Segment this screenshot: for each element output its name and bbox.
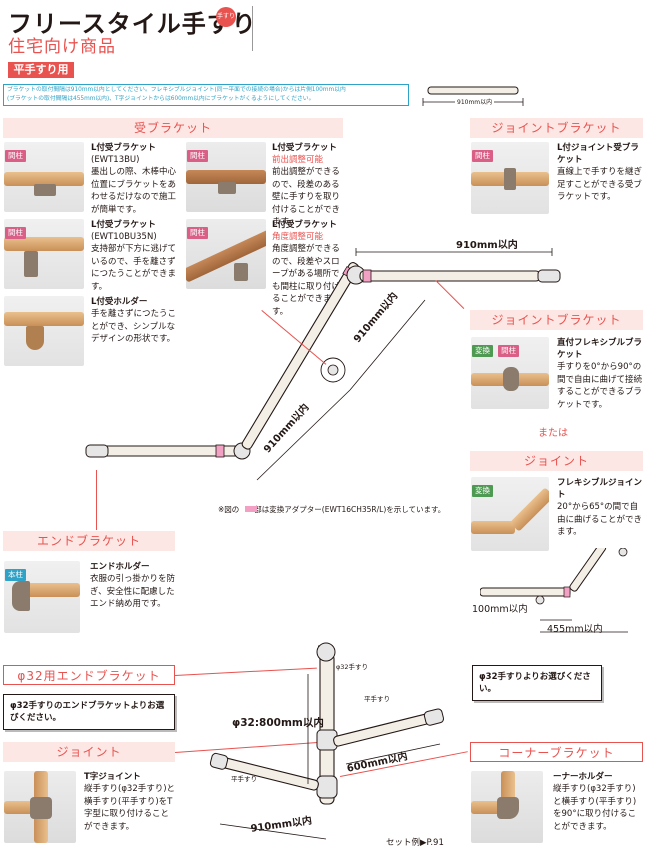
end-bracket-heading: エンドブラケット <box>3 531 175 551</box>
bottom-joint-text: T字ジョイント 縦手すり(φ32手すり)と横手すり(平手すり)をT字型に取り付け… <box>84 771 176 833</box>
joint-bracket-1-title: L付ジョイント受ブラケット <box>557 143 639 165</box>
receive-item-2-desc: 支持部が下方に逃げているので、手を離さずにつたうことができます。 <box>91 244 177 292</box>
product-photo-t-joint <box>4 771 76 843</box>
joint-bracket-heading-1: ジョイントブラケット <box>470 118 643 138</box>
corner-title: ーナーホルダー <box>553 772 613 782</box>
dim-top-910: 910mm以内 <box>456 240 518 251</box>
page-title: フリースタイル手すり <box>8 10 257 38</box>
adapter-note: ※図の 部は変換アダプター(EWT16CH35R/L)を示しています。 <box>218 504 445 515</box>
dim-vertical-800: φ32:800mm以内 <box>232 717 324 729</box>
receive-item-1-text: L付受ブラケット (EWT13BU) 墨出しの際、木棒中心位置にブラケットをあわ… <box>91 142 181 216</box>
receive-item-3-desc: 手を離さずにつたうことができ、シンプルなデザインの形状です。 <box>91 309 177 344</box>
phi32-right-callout-text: φ32手すりよりお選びください。 <box>479 672 591 694</box>
badge-henkan-jb2: 変換 <box>472 345 493 357</box>
vertical-handrail-diagram <box>209 642 445 840</box>
title-badge-text: 手すり <box>216 13 235 20</box>
page-subtitle: 住宅向け商品 <box>8 37 116 57</box>
joint-bracket-1-text: L付ジョイント受ブラケット 直線上で手すりを継ぎ足すことができる受ブラケットです… <box>557 142 643 204</box>
joint-desc: 20°から65°の間で自由に曲げることができます。 <box>557 502 643 537</box>
receive-item-3-title: L付受ホルダー <box>91 297 148 307</box>
phi32-right-callout: φ32手すりよりお選びください。 <box>472 665 602 701</box>
section-label-text: 平手すり用 <box>13 63 69 76</box>
joint-bracket-heading-2-text: ジョイントブラケット <box>491 313 622 327</box>
label-phi32: φ32手すり <box>336 663 369 671</box>
joint-bracket-1-desc: 直線上で手すりを継ぎ足すことができる受ブラケットです。 <box>557 167 643 202</box>
receive-item-4-feature: 前出調整可能 <box>272 155 324 165</box>
badge-mabashira-5: 間柱 <box>187 227 208 239</box>
footer-set-example[interactable]: セット例▶P.91 <box>386 838 444 848</box>
badge-mabashira-4: 間柱 <box>187 150 208 162</box>
receive-item-1-code: (EWT13BU) <box>91 155 140 165</box>
end-bracket-title: エンドホルダー <box>90 562 150 572</box>
receive-bracket-heading-text: 受ブラケット <box>133 121 212 135</box>
leader-end-to-diagram <box>96 470 97 530</box>
joint-bracket-2-text: 直付フレキシブルブラケット 手すりを0°から90°の間で自由に曲げて接続すること… <box>557 337 643 411</box>
receive-bracket-heading: 受ブラケット <box>3 118 343 138</box>
joint-title: フレキシブルジョイント <box>557 478 643 500</box>
corner-text: ーナーホルダー 縦手すり(φ32手すり)と横手すり(平手すり)を90°に取り付け… <box>553 771 643 833</box>
bottom-joint-desc: 縦手すり(φ32手すり)と横手すり(平手すり)をT字型に取り付けることができます… <box>84 784 176 832</box>
badge-mabashira-jb1: 間柱 <box>472 150 493 162</box>
badge-mabashira-jb2: 間柱 <box>498 345 520 357</box>
receive-item-4-title: L付受ブラケット <box>272 143 337 153</box>
product-photo-l-bracket-1 <box>4 142 84 212</box>
bottom-joint-title: T字ジョイント <box>84 772 141 782</box>
receive-item-4-desc: 前出調整ができるので、段差のある壁に手すりを取り付けることができます。 <box>272 167 341 227</box>
label-flat-upper: 平手すり <box>364 695 390 703</box>
joint-bracket-2-desc: 手すりを0°から90°の間で自由に曲げて接続することができるブラケットです。 <box>557 362 643 410</box>
flexible-joint-diagram <box>480 548 628 633</box>
receive-item-4-text: L付受ブラケット 前出調整可能 前出調整ができるので、段差のある壁に手すりを取り… <box>272 142 344 229</box>
receive-item-1-desc: 墨出しの際、木棒中心位置にブラケットをあわせるだけなので施工が簡単です。 <box>91 167 177 215</box>
receive-item-2-title: L付受ブラケット <box>91 220 156 230</box>
corner-desc: 縦手すり(φ32手すり)と横手すり(平手すり)を90°に取り付けることができます… <box>553 784 637 832</box>
corner-bracket-heading: コーナーブラケット <box>470 742 643 762</box>
dim-flex-455: 455mm以内 <box>547 624 603 635</box>
phi32-end-callout-text: φ32手すりのエンドブラケットよりお選びください。 <box>10 701 165 723</box>
top-span-dim: 910mm以内 <box>455 97 495 108</box>
joint-bracket-heading-2: ジョイントブラケット <box>470 310 643 330</box>
phi32-end-callout: φ32手すりのエンドブラケットよりお選びください。 <box>3 694 175 730</box>
joint-bracket-2-title: 直付フレキシブルブラケット <box>557 338 643 360</box>
receive-item-5-feature: 角度調整可能 <box>272 232 324 242</box>
badge-honbashira: 本柱 <box>5 569 26 581</box>
receive-item-5-desc: 角度調整ができるので、段差やスロープがある場所でも間柱に取り付けることができます… <box>272 244 341 317</box>
spacing-note-line1: ブラケットの取付間隔は910mm以内としてください。フレキシブルジョイント(同一… <box>7 87 346 93</box>
joint-bracket-heading-1-text: ジョイントブラケット <box>491 121 622 135</box>
phi32-end-heading: φ32用エンドブラケット <box>3 665 175 685</box>
label-flat-lower: 平手すり <box>231 775 257 783</box>
phi32-end-heading-text: φ32用エンドブラケット <box>17 669 161 683</box>
product-photo-corner-holder <box>471 771 543 843</box>
joint-heading-text: ジョイント <box>523 454 589 468</box>
handrail-layout-diagram <box>85 248 561 481</box>
receive-item-3-text: L付受ホルダー 手を離さずにつたうことができ、シンプルなデザインの形状です。 <box>91 296 181 346</box>
end-bracket-desc: 衣服の引っ掛かりを防ぎ、安全性に配慮したエンド納め用です。 <box>90 574 176 609</box>
receive-item-5-text: L付受ブラケット 角度調整可能 角度調整ができるので、段差やスロープがある場所で… <box>272 219 344 318</box>
spacing-note: ブラケットの取付間隔は910mm以内としてください。フレキシブルジョイント(同一… <box>3 84 409 106</box>
badge-henkan-joint: 変換 <box>472 485 493 497</box>
end-bracket-heading-text: エンドブラケット <box>36 534 141 548</box>
spacing-note-line2: (ブラケットの取付間隔は455mm以内)、T字ジョイントからは600mm以内にブ… <box>7 96 315 102</box>
title-badge: 手すり <box>216 7 236 27</box>
product-photo-l-holder <box>4 296 84 366</box>
corner-bracket-heading-text: コーナーブラケット <box>498 746 615 760</box>
receive-item-2-text: L付受ブラケット (EWT10BU35N) 支持部が下方に逃げているので、手を離… <box>91 219 181 293</box>
dim-flex-100: 100mm以内 <box>472 604 528 615</box>
joint-text: フレキシブルジョイント 20°から65°の間で自由に曲げることができます。 <box>557 477 643 539</box>
or-label: または <box>538 428 568 439</box>
header-divider <box>252 6 253 51</box>
adapter-swatch <box>245 506 257 512</box>
product-photo-end-holder <box>4 561 80 633</box>
product-photo-joint-bracket <box>471 142 549 214</box>
joint-heading: ジョイント <box>470 451 643 471</box>
end-bracket-text: エンドホルダー 衣服の引っ掛かりを防ぎ、安全性に配慮したエンド納め用です。 <box>90 561 180 611</box>
section-label: 平手すり用 <box>8 62 74 78</box>
adapter-note-text: ※図の 部は変換アダプター(EWT16CH35R/L)を示しています。 <box>218 505 446 514</box>
receive-item-5-title: L付受ブラケット <box>272 220 337 230</box>
bottom-joint-heading: ジョイント <box>3 742 175 762</box>
badge-mabashira-2: 間柱 <box>5 227 26 239</box>
receive-item-2-code: (EWT10BU35N) <box>91 232 157 242</box>
bottom-joint-heading-text: ジョイント <box>56 745 122 759</box>
receive-item-1-title: L付受ブラケット <box>91 143 156 153</box>
badge-mabashira-1: 間柱 <box>5 150 26 162</box>
